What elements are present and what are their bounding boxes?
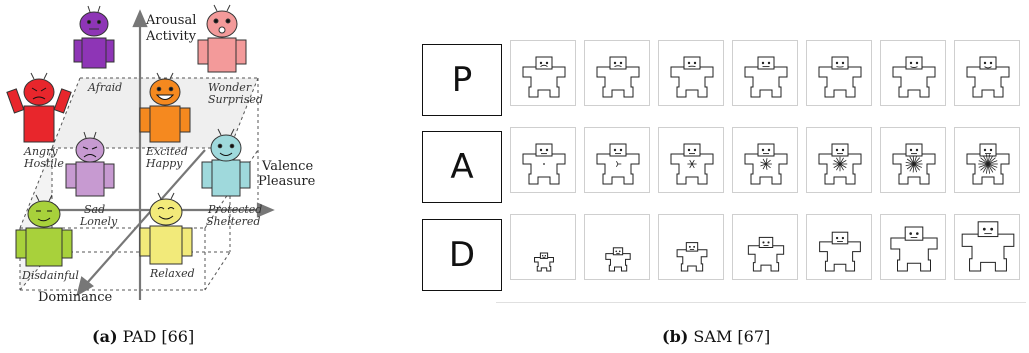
robot-excited [139,72,191,143]
sam-mannequin-d-1[interactable] [510,214,576,280]
sam-mannequin-d-7[interactable] [954,214,1020,280]
dominance-label: Dominance [38,290,113,305]
sam-figure-p-6 [892,56,936,98]
caption-a: (a) PAD [66] [92,327,194,346]
sam-mannequin-a-6[interactable] [880,127,946,193]
robot-sad [65,131,115,197]
robot-wonder [197,4,247,73]
pad-diagram: Arousal Activity Valence Pleasure Domina… [0,0,315,320]
sam-figure-d-3 [676,242,708,272]
sam-figure-d-6 [890,226,938,272]
sam-mannequin-d-4[interactable] [732,214,798,280]
sam-figure-a-5 [818,143,862,185]
robot-disdainful [15,194,73,267]
label-happy: Happy [146,157,183,170]
sam-figure-d-1 [534,252,554,272]
caption-a-text: PAD [66] [122,327,195,346]
robot-protected [201,128,251,197]
sam-mannequin-p-6[interactable] [880,40,946,106]
label-sheltered: Sheltered [206,215,261,228]
sam-mannequin-d-5[interactable] [806,214,872,280]
label-lonely: Lonely [80,215,118,228]
label-disdainful: Disdainful [22,269,79,282]
robot-angry [6,72,72,143]
label-surprised: Surprised [208,93,263,106]
row-label-d: D [422,219,502,291]
sam-mannequin-p-5[interactable] [806,40,872,106]
row-label-a: A [422,131,502,203]
valence-arrowhead [256,202,275,218]
sam-mannequin-a-2[interactable] [584,127,650,193]
sam-mannequin-a-5[interactable] [806,127,872,193]
sam-figure-a-4 [744,143,788,185]
pleasure-label: Pleasure [258,174,316,189]
robot-relaxed [139,192,193,265]
sam-figure-d-4 [747,236,785,272]
caption-a-tag: (a) [92,327,118,346]
sam-mannequin-d-3[interactable] [658,214,724,280]
sam-mannequin-d-2[interactable] [584,214,650,280]
label-angry: Angry [24,145,58,158]
sam-figure-p-4 [744,56,788,98]
sam-figure-p-1 [522,56,566,98]
sam-mannequin-p-2[interactable] [584,40,650,106]
label-sad: Sad [84,203,106,216]
label-afraid: Afraid [88,81,123,94]
valence-label: Valence [262,159,314,174]
label-hostile: Hostile [24,157,64,170]
sam-figure-p-3 [670,56,714,98]
sam-mannequin-d-6[interactable] [880,214,946,280]
caption-b: (b) SAM [67] [662,327,770,346]
sam-baseline [496,302,1026,303]
sam-figure-a-6 [892,143,936,185]
sam-figure-p-7 [966,56,1010,98]
caption-b-text: SAM [67] [693,327,771,346]
pad-cube-svg [6,4,275,300]
sam-figure-a-2 [596,143,640,185]
label-wonder: Wonder [208,81,252,94]
sam-mannequin-p-3[interactable] [658,40,724,106]
sam-mannequin-a-7[interactable] [954,127,1020,193]
arousal-arrowhead [132,9,148,28]
sam-diagram: P A D [410,0,1029,320]
sam-mannequin-p-7[interactable] [954,40,1020,106]
sam-mannequin-a-4[interactable] [732,127,798,193]
arousal-label: Arousal [146,13,197,28]
sam-mannequin-p-1[interactable] [510,40,576,106]
robot-afraid [73,5,115,69]
sam-figure-d-5 [819,231,861,272]
sam-figure-a-7 [966,143,1010,185]
row-label-p: P [422,44,502,116]
sam-figure-d-2 [605,247,631,272]
dominance-axis [87,149,206,283]
label-excited: Excited [146,145,188,158]
sam-figure-a-3 [670,143,714,185]
sam-figure-d-7 [961,221,1015,272]
label-protected: Protected [208,203,263,216]
caption-b-tag: (b) [662,327,689,346]
sam-mannequin-a-1[interactable] [510,127,576,193]
sam-figure-p-5 [818,56,862,98]
label-relaxed: Relaxed [150,267,195,280]
sam-mannequin-a-3[interactable] [658,127,724,193]
activity-label: Activity [146,29,197,44]
sam-figure-p-2 [596,56,640,98]
sam-figure-a-1 [522,143,566,185]
dominance-arrowhead [76,276,94,297]
sam-mannequin-p-4[interactable] [732,40,798,106]
